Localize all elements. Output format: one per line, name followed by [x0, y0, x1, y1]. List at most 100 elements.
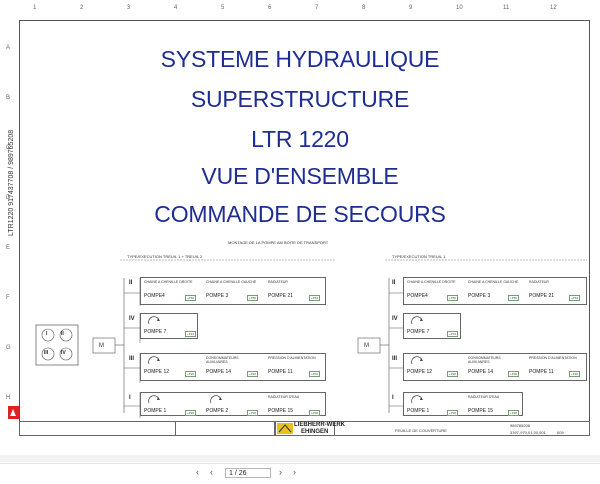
column-number: 12: [550, 5, 557, 11]
row-roman-label: III: [129, 356, 135, 362]
consumer-label: CONSOMMATEURS AUXILIAIRES: [468, 356, 501, 364]
pump-label-iii: III: [44, 350, 49, 356]
left-motor-label: M: [99, 343, 104, 349]
title-line-3: LTR 1220: [251, 126, 349, 152]
row-letter: G: [6, 345, 11, 351]
page-indicator[interactable]: 1 / 26: [225, 468, 271, 478]
crane-icon: [277, 423, 293, 434]
row-letter: H: [6, 395, 11, 401]
row-roman-label: I: [129, 395, 131, 401]
column-number: 8: [362, 5, 366, 11]
title-block-revision-grid: [175, 421, 275, 436]
viewer-toolbar: ‹ ‹ 1 / 26 › ›: [0, 463, 600, 484]
consumer-label: PRESSION D'ALIMENTATION: [529, 356, 577, 360]
prev-page-icon[interactable]: ‹: [210, 467, 213, 477]
pump-label: POMPE 14: [206, 369, 232, 375]
column-number: 11: [503, 5, 510, 11]
left-row-ii-box: [140, 277, 326, 305]
pump-tag: +P20: [447, 371, 459, 377]
side-label: LTR1220 917437708 / 989765208: [8, 129, 15, 236]
pump-label: POMPE 15: [468, 408, 494, 414]
row-letter: A: [6, 45, 11, 51]
pump-tag: +P43: [447, 331, 459, 337]
pump-tag: +P40: [508, 371, 520, 377]
pump-label: POMPE 1: [407, 408, 430, 414]
pump-tag: +P63: [309, 295, 321, 301]
left-row-i-box: [140, 392, 326, 416]
consumer-label: RADIATEUR D'EAU: [268, 395, 300, 399]
row-roman-label: I: [392, 395, 394, 401]
right-row-iv-box: [403, 313, 461, 339]
pump-symbol-graphic: [35, 324, 79, 366]
right-motor-label: M: [364, 343, 369, 349]
pump-label: POMPE 21: [529, 293, 555, 299]
consumer-label: CONSOMMATEURS AUXILIAIRES: [206, 356, 239, 364]
row-roman-label: II: [129, 280, 133, 286]
row-roman-label: III: [392, 356, 398, 362]
pump-tag: +P20: [447, 410, 459, 416]
pump-tag: +P40: [309, 371, 321, 377]
pump-rotation-icon: [148, 356, 160, 365]
horizontal-scrollbar[interactable]: [0, 455, 600, 462]
pump-tag: +P60: [508, 295, 520, 301]
next-page-icon[interactable]: ›: [279, 467, 282, 477]
right-row-i-box: [403, 392, 523, 416]
consumer-label: PRESSION D'ALIMENTATION: [268, 356, 316, 360]
pump-tag: +P20: [185, 410, 197, 416]
row-letter: F: [6, 295, 10, 301]
right-row-iii-box: [403, 353, 587, 381]
row-letter: D: [6, 195, 11, 201]
consumer-label: RADIATEUR D'EAU: [468, 395, 500, 399]
pump-rotation-icon: [148, 316, 160, 325]
pump-rotation-icon: [411, 395, 423, 404]
pump-label: POMPE 12: [407, 369, 433, 375]
pump-tag: +P60: [447, 295, 459, 301]
center-caption: MONTAGE DE LA POMPE AM BOITE DE TRANSPOR…: [228, 240, 329, 245]
column-number: 3: [127, 5, 131, 11]
pump-label: POMPE4: [407, 293, 428, 299]
pump-label: POMPE 7: [407, 329, 430, 335]
column-number: 2: [80, 5, 84, 11]
pump-label: POMPE 21: [268, 293, 294, 299]
liebherr-logo-icon: [8, 406, 19, 419]
pump-label: POMPE 1: [144, 408, 167, 414]
last-page-icon[interactable]: ›: [293, 467, 296, 477]
left-row-iii-box: [140, 353, 326, 381]
consumer-label: RADIATEUR: [529, 280, 549, 284]
consumer-label: CHAINE A CHENILLE GAUCHE: [468, 280, 519, 284]
pump-tag: +P60: [247, 295, 259, 301]
pump-rotation-icon: [210, 395, 222, 404]
pump-label: POMPE 11: [268, 369, 293, 375]
drawing-number: 3397-970,01,00,001: [510, 430, 546, 435]
consumer-label: CHAINE A CHENILLE GAUCHE: [206, 280, 257, 284]
consumer-label: CHAINE A CHENILLE DROITE: [144, 280, 193, 284]
right-panel-header: TYPE/EXECUTION TREUIL 1: [392, 254, 446, 259]
pump-tag: +P40: [569, 371, 581, 377]
pump-label-iv: IV: [61, 350, 66, 356]
pump-tag: +P60: [185, 295, 197, 301]
row-letter: E: [6, 245, 11, 251]
pump-tag: +P20: [247, 410, 259, 416]
sheet-number: 009: [557, 430, 564, 435]
pump-tag: +P30: [309, 410, 321, 416]
row-roman-label: IV: [129, 316, 135, 322]
pump-label: POMPE 3: [468, 293, 491, 299]
pump-tag: +P30: [508, 410, 520, 416]
consumer-label: CHAINE A CHENILLE DROITE: [407, 280, 456, 284]
column-number: 10: [456, 5, 463, 11]
pump-rotation-icon: [411, 356, 423, 365]
column-number: 1: [33, 5, 37, 11]
pump-label: POMPE 15: [268, 408, 294, 414]
left-panel-header: TYPE/EXECUTION TREUIL 1 + TREUIL 2: [127, 254, 203, 259]
pump-rotation-icon: [148, 395, 160, 404]
pump-label: POMPE4: [144, 293, 165, 299]
right-panel-lines: [357, 259, 587, 413]
row-roman-label: IV: [392, 316, 398, 322]
pump-label: POMPE 14: [468, 369, 494, 375]
company-name-line2: EHINGEN: [301, 429, 329, 435]
right-row-ii-box: [403, 277, 587, 305]
column-number: 7: [315, 5, 319, 11]
first-page-icon[interactable]: ‹: [196, 467, 199, 477]
row-letter: B: [6, 95, 11, 101]
